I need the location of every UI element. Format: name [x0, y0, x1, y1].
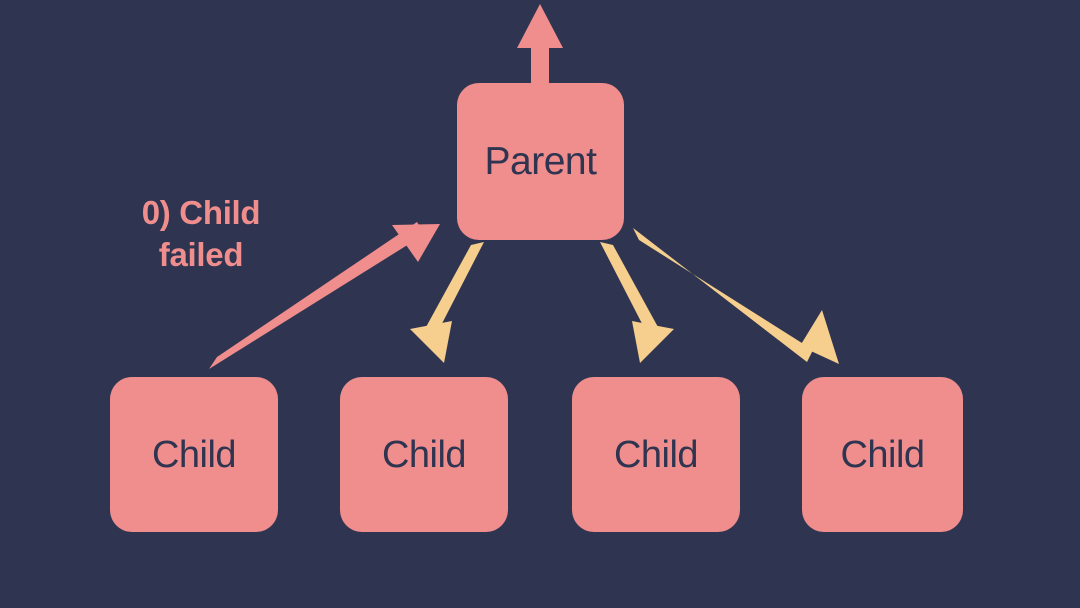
node-parent-label: Parent [484, 140, 597, 183]
node-parent[interactable]: Parent [457, 83, 624, 240]
edge-parent-to-child4-arrow [633, 228, 839, 364]
node-child-4[interactable]: Child [802, 377, 963, 532]
node-child-2[interactable]: Child [340, 377, 508, 532]
annotation-child-failed: 0) Child failed [141, 194, 261, 274]
edge-parent-to-child2-arrow [410, 242, 484, 363]
node-child-4-label: Child [840, 433, 925, 476]
node-child-1-label: Child [151, 433, 237, 476]
node-child-3-label: Child [613, 433, 699, 476]
edge-parent-up-arrow [517, 4, 563, 86]
node-child-3[interactable]: Child [572, 377, 740, 532]
node-child-1[interactable]: Child [110, 377, 278, 532]
node-child-2-label: Child [381, 433, 467, 476]
edge-parent-to-child3-arrow [600, 242, 674, 363]
